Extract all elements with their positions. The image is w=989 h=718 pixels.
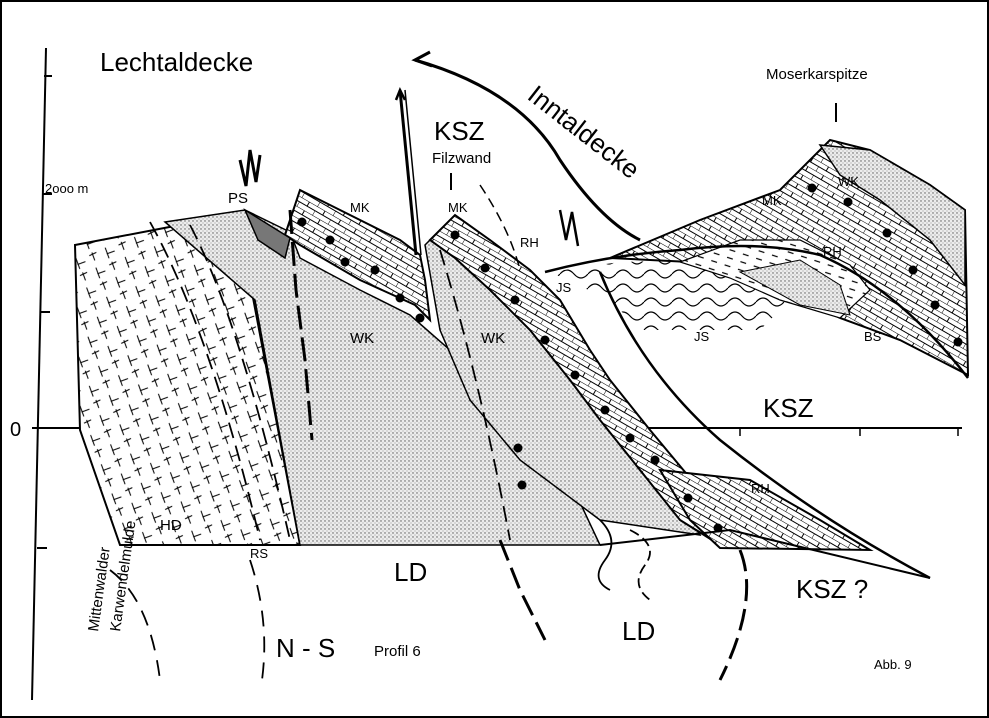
label-elevation: 2ooo m — [45, 181, 88, 196]
label-bs: BS — [864, 329, 882, 344]
label-ld-2: LD — [622, 616, 655, 646]
label-js-2: JS — [694, 329, 710, 344]
label-direction: N - S — [276, 633, 335, 663]
label-wk-2: WK — [481, 330, 505, 347]
label-rh-3: RH — [751, 481, 770, 496]
label-mk-2: MK — [448, 200, 468, 215]
label-figure-number: Abb. 9 — [874, 657, 912, 672]
label-js-1: JS — [556, 280, 572, 295]
label-wk-1: WK — [350, 330, 374, 347]
label-lechtaldecke: Lechtaldecke — [100, 47, 253, 77]
label-ksz-right: KSZ — [763, 393, 814, 423]
label-filzwand: Filzwand — [432, 150, 491, 167]
label-mk-3: MK — [762, 193, 782, 208]
label-ps: PS — [228, 190, 248, 207]
label-ld-1: LD — [394, 557, 427, 587]
label-ksz-top: KSZ — [434, 116, 485, 146]
label-moserkarspitze: Moserkarspitze — [766, 66, 868, 83]
label-rs: RS — [250, 546, 268, 561]
label-wk-3: WK — [838, 174, 859, 189]
label-hd: HD — [160, 517, 182, 534]
label-mk-1: MK — [350, 200, 370, 215]
label-profile: Profil 6 — [374, 643, 421, 660]
label-ksz-question: KSZ ? — [796, 574, 868, 604]
label-zero: 0 — [10, 419, 21, 441]
label-rh-2: RH — [823, 244, 842, 259]
label-rh-1: RH — [520, 235, 539, 250]
